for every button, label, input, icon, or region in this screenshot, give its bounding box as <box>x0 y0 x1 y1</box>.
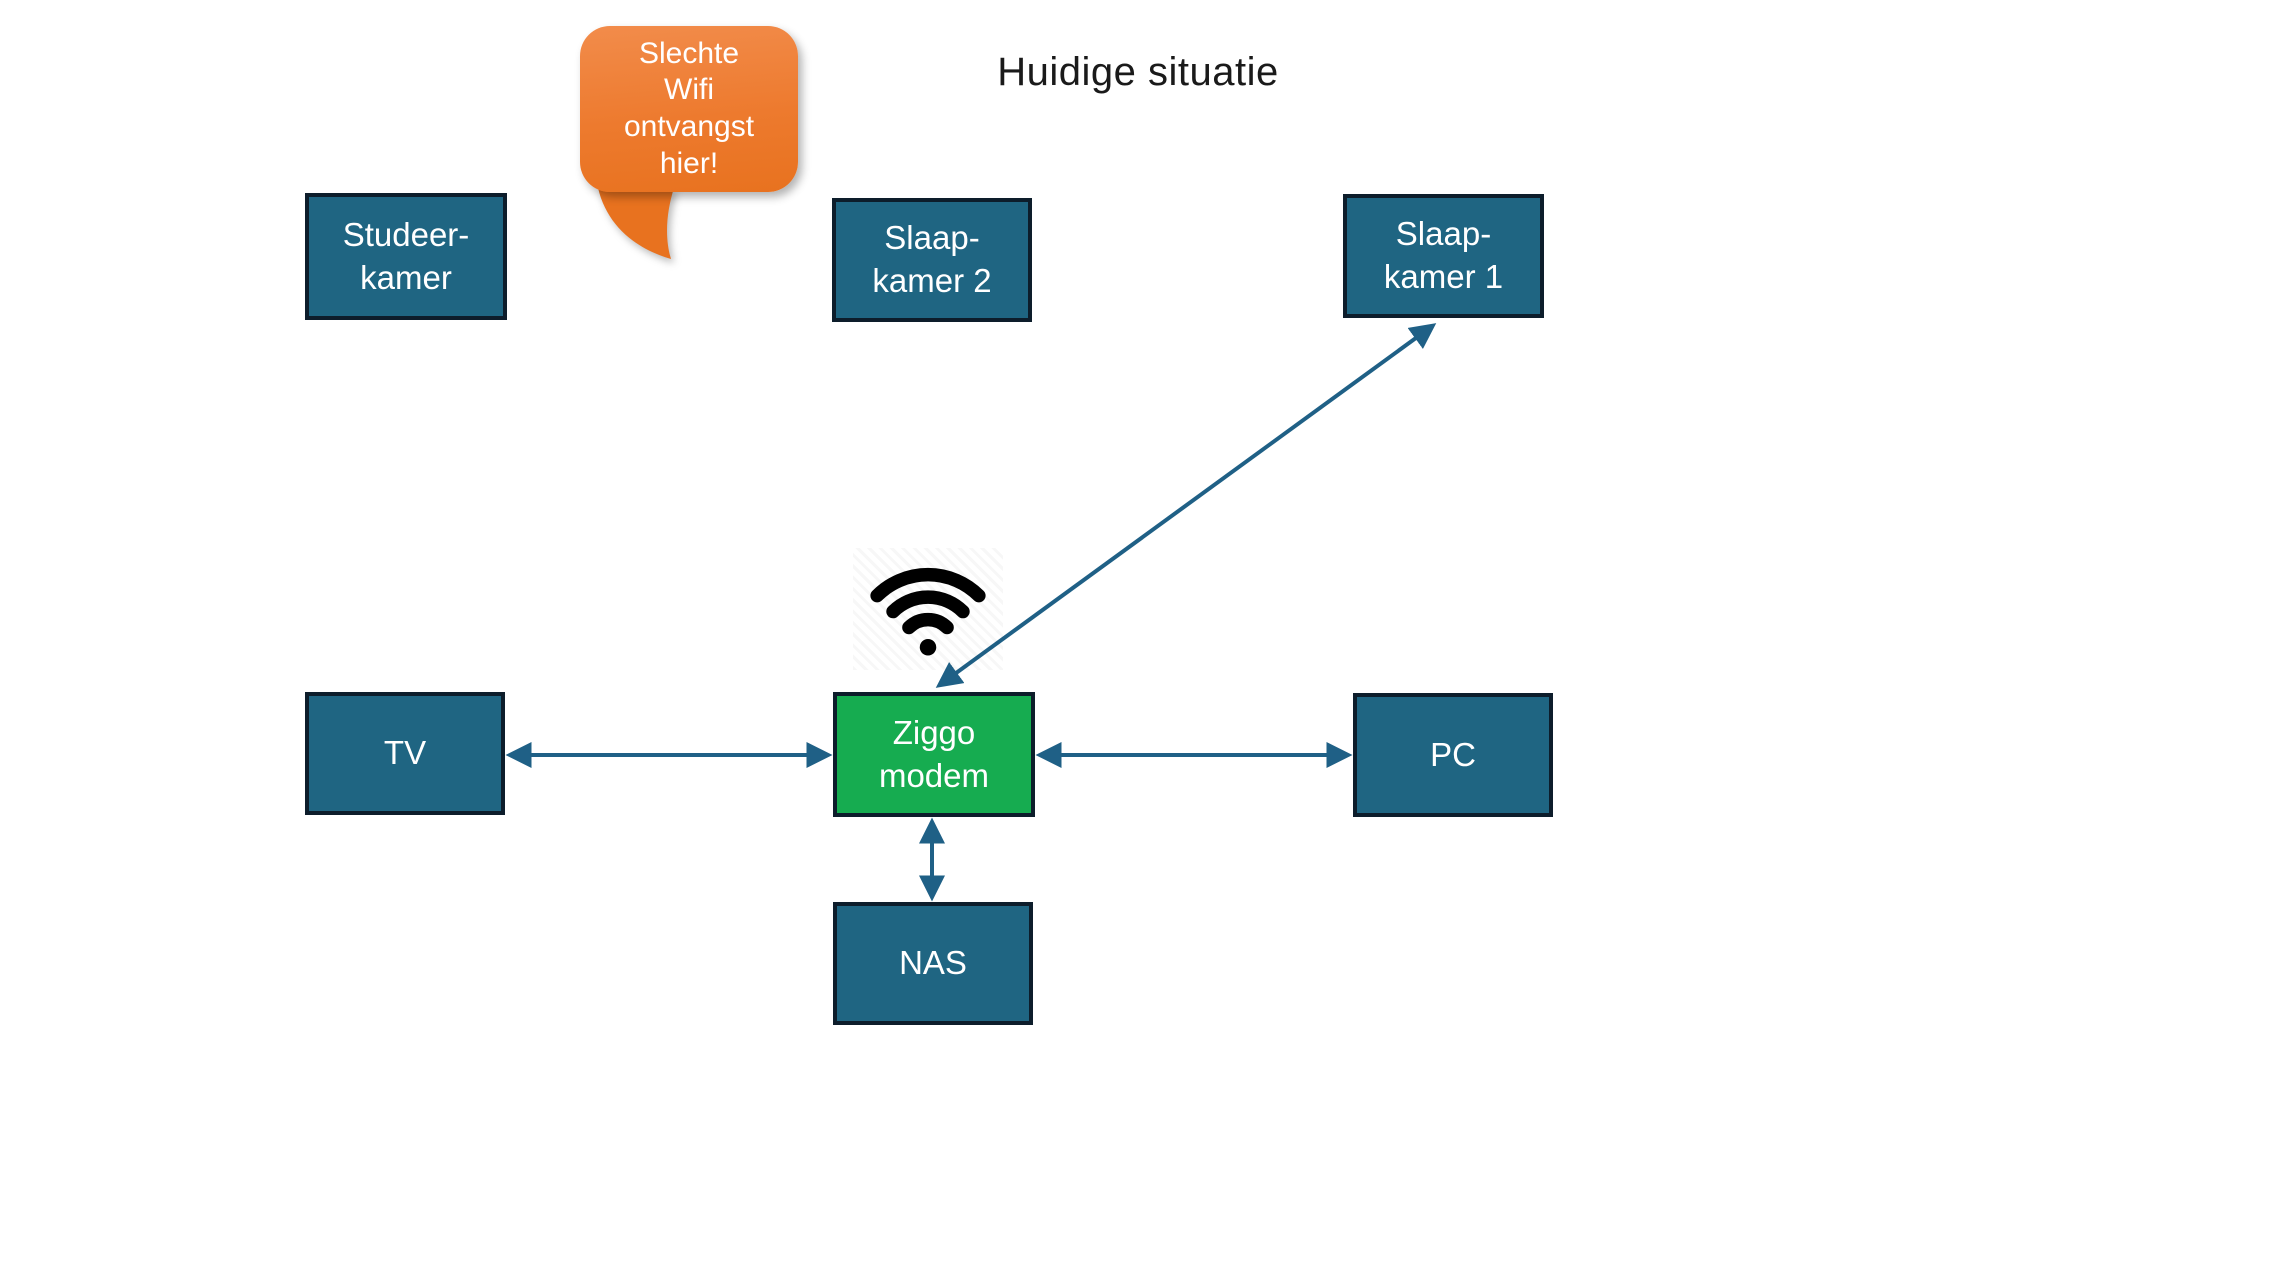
callout-bubble: Slechte Wifi ontvangst hier! <box>580 26 798 192</box>
node-label-line: modem <box>878 756 990 794</box>
wifi-icon-svg <box>870 567 986 656</box>
node-nas: NAS <box>833 902 1033 1025</box>
node-tv: TV <box>305 692 505 815</box>
node-label-line: PC <box>1430 735 1476 773</box>
node-label-line: Ziggo <box>892 713 976 751</box>
node-ziggo-modem: Ziggo modem <box>833 692 1035 817</box>
node-slaapkamer2: Slaap- kamer 2 <box>832 198 1032 322</box>
node-slaapkamer1: Slaap- kamer 1 <box>1343 194 1544 318</box>
callout-line: Slechte <box>638 36 740 70</box>
node-studeerkamer: Studeer- kamer <box>305 193 507 320</box>
callout-line: hier! <box>659 146 719 180</box>
node-label-line: Slaap- <box>884 219 980 257</box>
callout-line: Wifi <box>664 73 714 107</box>
node-label-line: TV <box>383 734 427 772</box>
node-label-line: kamer 1 <box>1383 258 1504 295</box>
callout-tail <box>598 188 674 259</box>
node-label-line: Studeer- <box>342 215 470 253</box>
page-title: Huidige situatie <box>997 50 1279 94</box>
node-label-line: NAS <box>899 944 967 982</box>
node-label-line: kamer 2 <box>872 262 992 299</box>
callout-line: ontvangst <box>623 110 755 143</box>
arrow-modem-slaapkamer1 <box>935 323 1437 688</box>
node-pc: PC <box>1353 693 1553 817</box>
node-label-line: Slaap- <box>1395 215 1492 253</box>
node-label-line: kamer <box>360 258 452 296</box>
wifi-icon <box>853 548 1003 670</box>
